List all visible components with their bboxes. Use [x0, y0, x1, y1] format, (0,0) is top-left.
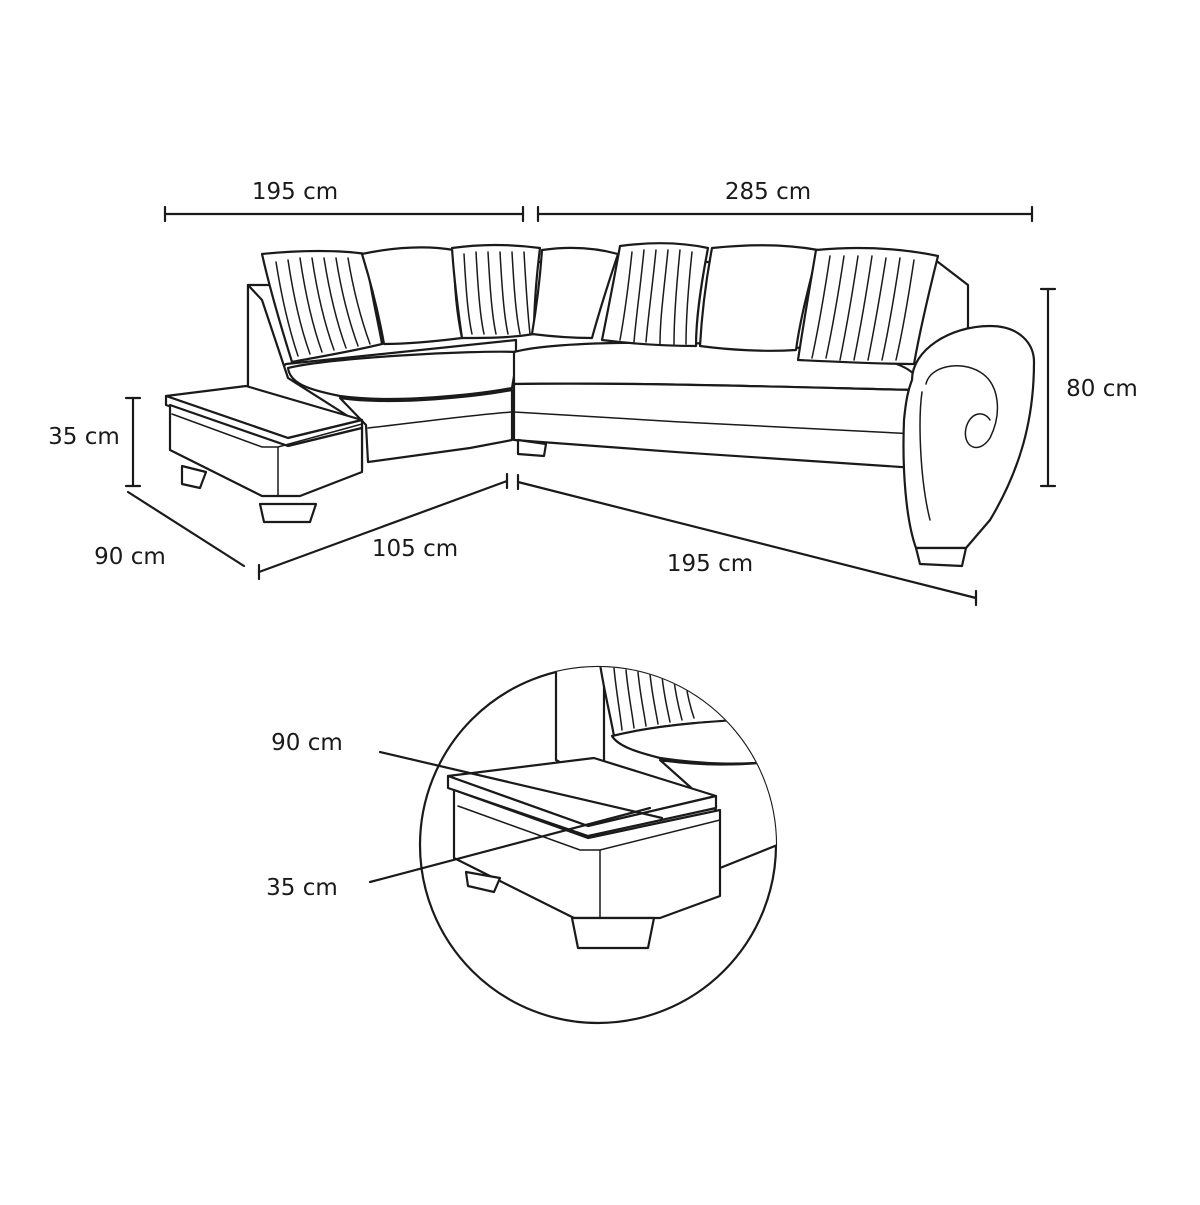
label-height: 80 cm: [1066, 376, 1138, 402]
scroll-arm-inner: [919, 391, 931, 521]
dimension-lines: [124, 205, 1057, 607]
chaise-seam: [171, 413, 363, 448]
detail-chaise-body: [452, 788, 722, 920]
dim-line-top-right: [536, 205, 1034, 223]
left-base-seam: [367, 411, 513, 429]
right-base-front: [512, 382, 918, 470]
pillow-striped-2: [450, 243, 542, 340]
pillows: [260, 242, 940, 366]
label-top-right-width: 285 cm: [725, 179, 811, 205]
chaise-body: [168, 403, 364, 498]
right-base-foot: [516, 438, 548, 458]
dim-line-bottom-right: [516, 473, 978, 607]
corner-sofa: [164, 242, 1036, 568]
detail-label-bottom: 35 cm: [266, 875, 338, 901]
dim-line-height: [1039, 287, 1057, 488]
dim-line-bottom-left: [257, 472, 509, 581]
pillow-striped-3: [600, 242, 710, 348]
chaise-foot-right: [258, 502, 318, 524]
dimension-labels: 195 cm 285 cm 80 cm 35 cm 90 cm 105 cm 1…: [48, 179, 1138, 577]
dim-line-depth: [126, 490, 246, 568]
detail-magnifier: 90 cm 35 cm: [266, 665, 778, 1025]
detail-label-top: 90 cm: [271, 730, 343, 756]
dim-line-top-left: [163, 205, 525, 223]
pillow-plain-2: [530, 246, 620, 340]
detail-foot-right: [570, 916, 656, 950]
detail-foot-left: [464, 870, 502, 894]
label-bottom-left-length: 105 cm: [372, 536, 458, 562]
scroll-arm-foot: [914, 546, 968, 568]
label-depth: 90 cm: [94, 544, 166, 570]
label-bottom-right-length: 195 cm: [667, 551, 753, 577]
scroll-arm: [902, 324, 1036, 550]
left-base-front: [338, 388, 514, 464]
detail-pointer-top: [378, 750, 664, 820]
pillow-striped-4: [796, 246, 940, 366]
label-top-left-width: 195 cm: [252, 179, 338, 205]
detail-pointer-bottom: [368, 806, 652, 884]
pillow-striped-1: [260, 249, 384, 364]
right-base-seam: [513, 411, 917, 435]
scroll-arm-curl: [925, 365, 999, 449]
chaise-foot-left: [180, 464, 208, 490]
dim-line-chaise-height: [124, 396, 142, 488]
pillow-plain-3: [698, 244, 820, 352]
left-seat-cushion: [286, 350, 520, 401]
label-chaise-height: 35 cm: [48, 424, 120, 450]
